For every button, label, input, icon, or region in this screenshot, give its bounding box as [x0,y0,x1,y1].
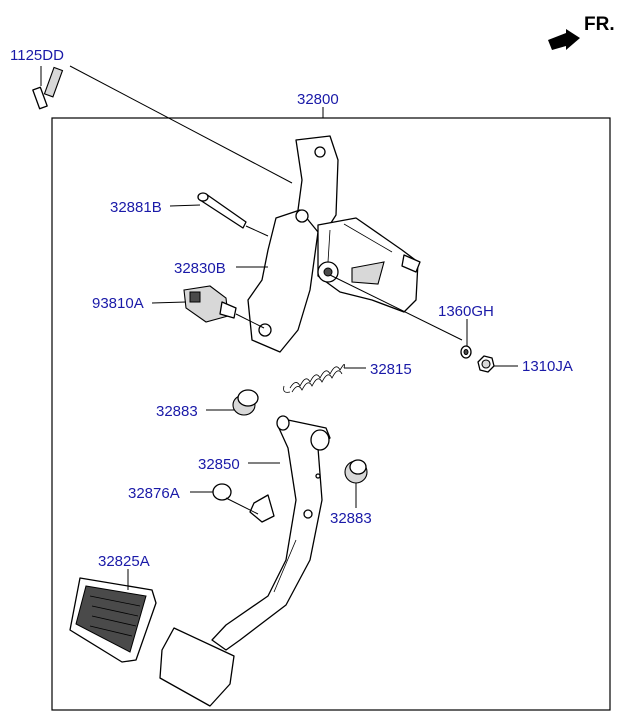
part-label-32881b: 32881B [110,199,162,216]
nut-1310ja-part [477,355,495,373]
stopper-32876a-part [212,483,232,501]
pedal-bracket-part [247,135,463,353]
part-label-32830b: 32830B [174,260,226,277]
part-label-32850: 32850 [198,456,240,473]
part-label-32825a: 32825A [98,553,150,570]
part-label-93810a: 93810A [92,295,144,312]
pedal-plate-part [159,627,235,707]
part-label-32883-left: 32883 [156,403,198,420]
part-label-1360gh: 1360GH [438,303,494,320]
washer-1360gh-part [460,345,472,359]
front-direction-label: FR. [584,14,615,35]
leader-lines [127,204,518,590]
part-label-32815: 32815 [370,361,412,378]
part-label-1125dd: 1125DD [10,47,64,64]
stop-lamp-switch-part [183,285,265,329]
part-label-32876a: 32876A [128,485,180,502]
front-direction-indicator: FR. [548,14,615,50]
assembly-frame [51,117,611,711]
bushing-right-part [344,459,368,484]
part-label-1310ja: 1310JA [522,358,573,375]
part-label-32883-right: 32883 [330,510,372,527]
return-spring-part [283,364,345,393]
pin-32881b-part [197,192,269,237]
bushing-left-part [232,389,259,416]
pedal-pad-32825a-part [69,577,157,663]
bolt-1125dd-part [32,65,293,184]
pedal-arm-part [211,415,331,651]
part-label-32800: 32800 [297,91,339,108]
front-arrow-icon [548,29,580,50]
